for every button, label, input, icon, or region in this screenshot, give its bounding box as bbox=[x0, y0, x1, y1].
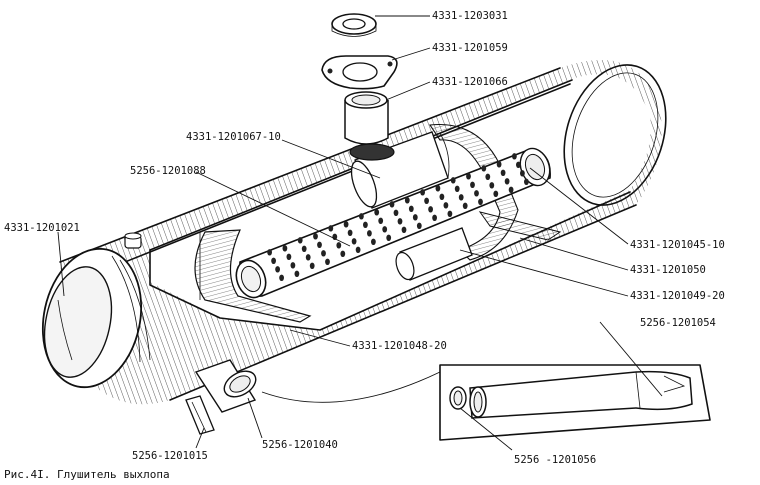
perforation-hole bbox=[500, 169, 506, 176]
perforation-hole bbox=[351, 238, 357, 245]
perforation-hole bbox=[508, 186, 514, 193]
perforation-hole bbox=[408, 205, 414, 212]
perforation-hole bbox=[516, 161, 521, 168]
perforation-hole bbox=[454, 185, 460, 192]
perforation-hole bbox=[401, 226, 407, 233]
perforation-hole bbox=[279, 274, 284, 281]
perforation-hole bbox=[367, 230, 372, 237]
perforation-hole bbox=[343, 221, 349, 228]
perforation-hole bbox=[450, 177, 456, 184]
label-5256-1201056: 5256 -1201056 bbox=[514, 454, 596, 466]
perforation-hole bbox=[271, 257, 276, 264]
perforation-hole bbox=[347, 229, 353, 236]
shell-boss bbox=[124, 232, 142, 249]
part-labels: 4331-1203031 4331-1201059 4331-1201066 4… bbox=[4, 10, 725, 466]
perforation-hole bbox=[301, 245, 307, 252]
perforation-hole bbox=[294, 270, 300, 277]
perforation-hole bbox=[478, 198, 483, 205]
perforation-hole bbox=[340, 250, 346, 257]
detail-inset bbox=[261, 364, 711, 441]
perforation-hole bbox=[397, 218, 403, 225]
baffle-rear bbox=[478, 211, 562, 241]
leader-lines bbox=[57, 15, 663, 451]
perforation-hole bbox=[512, 153, 517, 160]
perforation-hole bbox=[439, 193, 445, 200]
inlet-flange bbox=[321, 55, 398, 90]
label-5256-1201015: 5256-1201015 bbox=[132, 450, 208, 462]
perforation-hole bbox=[424, 197, 429, 204]
perforation-hole bbox=[428, 206, 433, 213]
perforation-hole bbox=[520, 170, 525, 177]
perforation-hole bbox=[393, 209, 399, 216]
label-4331-1201050: 4331-1201050 bbox=[630, 264, 706, 276]
perforation-hole bbox=[363, 221, 368, 228]
perforation-hole bbox=[470, 181, 475, 188]
perforation-hole bbox=[386, 234, 392, 241]
perforation-hole bbox=[443, 202, 449, 209]
perforation-hole bbox=[389, 201, 395, 208]
perforation-hole bbox=[466, 173, 471, 180]
label-4331-1203031: 4331-1203031 bbox=[432, 10, 508, 22]
label-5256-1201088: 5256-1201088 bbox=[130, 165, 206, 177]
perforation-hole bbox=[462, 202, 468, 209]
label-4331-1201066: 4331-1201066 bbox=[432, 76, 508, 88]
perforation-hole bbox=[493, 190, 499, 197]
perforation-hole bbox=[432, 214, 437, 221]
perforation-hole bbox=[420, 189, 425, 196]
inlet-washer bbox=[331, 13, 377, 37]
perforation-hole bbox=[313, 233, 318, 240]
perforation-hole bbox=[325, 258, 330, 265]
perforation-hole bbox=[374, 209, 380, 216]
perforation-hole bbox=[297, 237, 303, 244]
figure-caption: Рис.4I. Глушитель выхлопа bbox=[4, 468, 170, 481]
baffle-front bbox=[194, 229, 312, 323]
perforation-hole bbox=[524, 178, 529, 185]
label-4331-1201045-10: 4331-1201045-10 bbox=[630, 239, 725, 251]
outlet-pipe bbox=[194, 359, 257, 413]
perforated-tube bbox=[235, 147, 551, 299]
short-tube bbox=[395, 227, 473, 281]
perforation-hole bbox=[404, 197, 410, 204]
front-end-cap bbox=[41, 247, 151, 389]
perforation-hole bbox=[435, 185, 441, 192]
perforation-hole bbox=[309, 262, 315, 269]
perforation-hole bbox=[359, 213, 364, 220]
label-5256-1201040: 5256-1201040 bbox=[262, 439, 338, 451]
label-4331-1201059: 4331-1201059 bbox=[432, 42, 508, 54]
perforation-hole bbox=[504, 178, 510, 185]
label-4331-1201049-20: 4331-1201049-20 bbox=[630, 290, 725, 302]
perforation-hole bbox=[458, 194, 464, 201]
label-4331-1201048-20: 4331-1201048-20 bbox=[352, 340, 447, 352]
perforation-hole bbox=[485, 173, 491, 180]
perforation-hole bbox=[382, 226, 388, 233]
perforation-hole bbox=[355, 246, 361, 253]
perforation-hole bbox=[305, 254, 311, 261]
perforation-hole bbox=[416, 222, 422, 229]
perforation-hole bbox=[481, 165, 487, 172]
label-5256-1201054: 5256-1201054 bbox=[640, 317, 716, 329]
inlet-pipe-internal bbox=[350, 131, 450, 209]
perforation-hole bbox=[474, 190, 479, 197]
perforation-hole bbox=[321, 250, 326, 257]
perforation-hole bbox=[371, 238, 376, 245]
outlet-bracket bbox=[185, 395, 215, 435]
perforation-hole bbox=[328, 225, 334, 232]
perforation-hole bbox=[378, 217, 384, 224]
perforation-hole bbox=[282, 245, 288, 252]
perforation-hole bbox=[290, 262, 296, 269]
label-4331-1201067-10: 4331-1201067-10 bbox=[186, 131, 281, 143]
perforation-hole bbox=[496, 161, 502, 168]
perforation-hole bbox=[412, 214, 418, 221]
inlet-port bbox=[349, 143, 395, 161]
perforation-hole bbox=[275, 266, 280, 273]
perforation-hole bbox=[447, 210, 453, 217]
label-4331-1201021: 4331-1201021 bbox=[4, 222, 80, 234]
perforation-hole bbox=[286, 253, 292, 260]
perforation-hole bbox=[317, 241, 322, 248]
inlet-sleeve bbox=[344, 91, 389, 145]
perforation-hole bbox=[267, 249, 272, 256]
perforation-hole bbox=[489, 182, 495, 189]
perforation-hole bbox=[336, 242, 342, 249]
